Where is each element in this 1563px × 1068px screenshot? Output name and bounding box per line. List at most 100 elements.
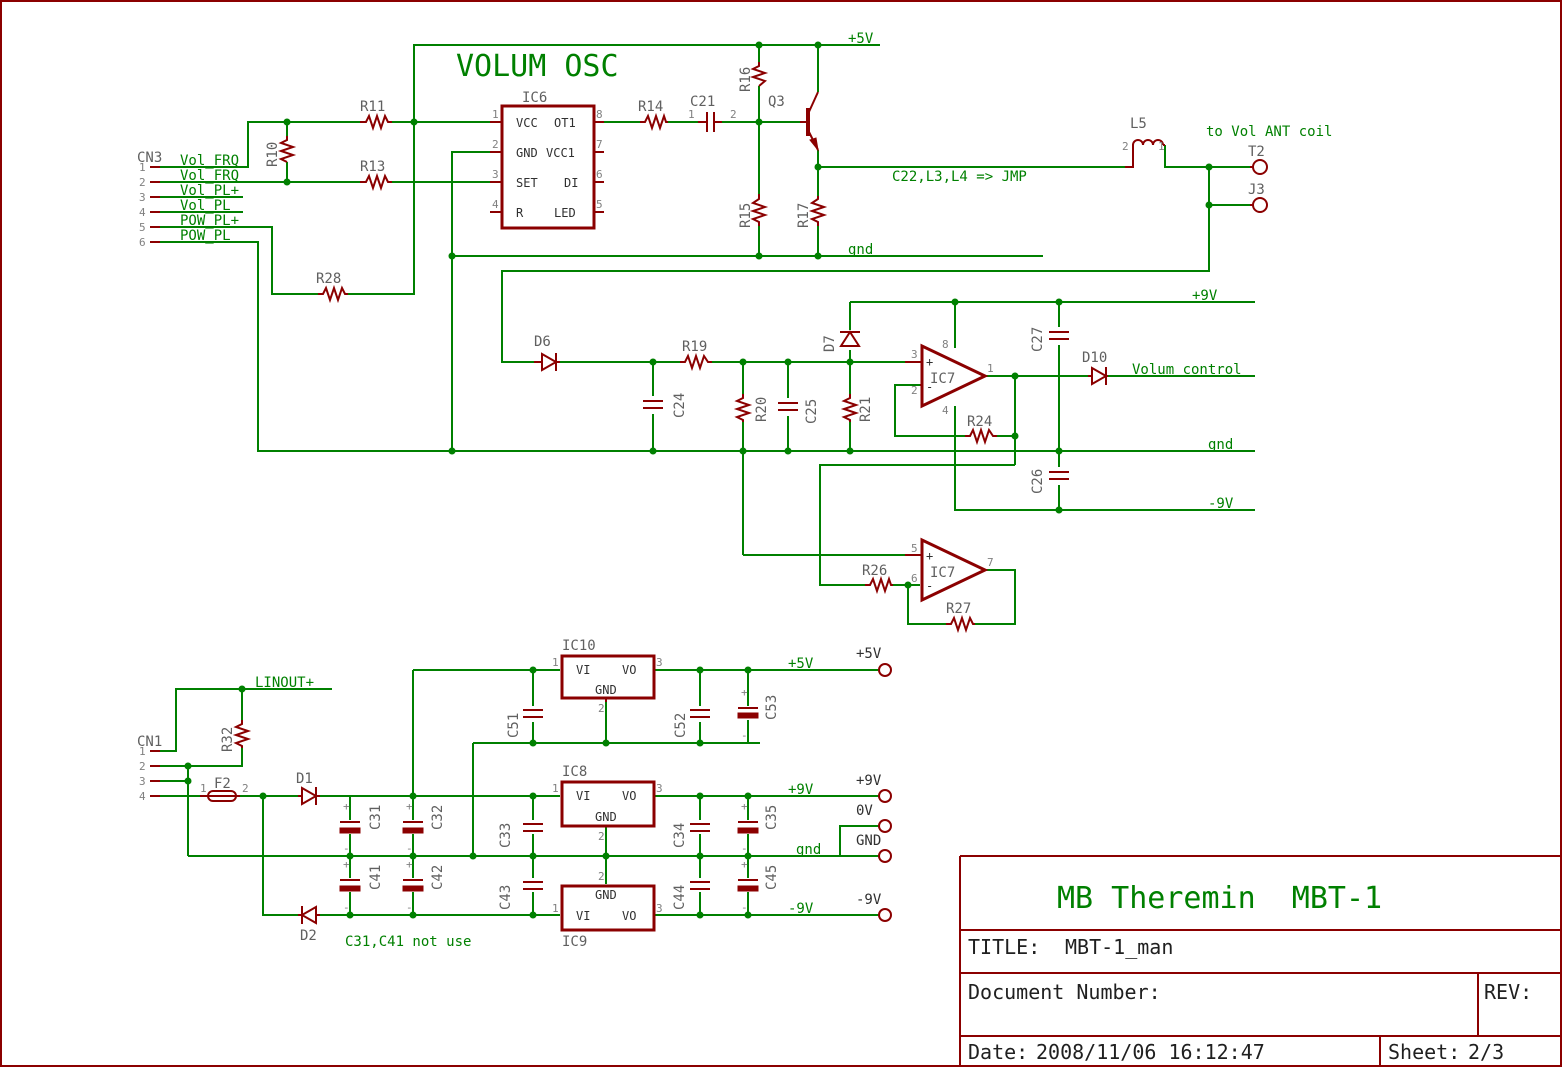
reg-gnd: GND (595, 683, 617, 697)
transistor-q3: Q3 (768, 91, 819, 152)
ic6-pin-number: 5 (596, 198, 603, 211)
label-r19: R19 (682, 339, 707, 355)
label-d7: D7 (822, 335, 838, 352)
regulator-ic9: IC9 VI VO GND 1 3 2 (552, 870, 663, 950)
reg-gnd: GND (595, 810, 617, 824)
label-r28: R28 (316, 271, 341, 287)
label-c33: C33 (498, 823, 514, 848)
pin-number: 2 (598, 870, 605, 883)
resistor-r26 (865, 575, 893, 595)
polarity-mark: - (741, 901, 748, 914)
polarity-mark: + (406, 800, 413, 813)
label-q3: Q3 (768, 94, 785, 110)
cn3-pin: 2 (139, 176, 146, 189)
cn3-signal: POW_PL+ (180, 213, 239, 229)
label-r11: R11 (360, 99, 385, 115)
label-c41: C41 (368, 865, 384, 890)
pin-number: 1 (987, 362, 994, 375)
label-c51: C51 (506, 713, 522, 738)
ic6-pin-name: R (516, 206, 524, 220)
label-c35: C35 (764, 805, 780, 830)
polarity-mark: + (741, 800, 748, 813)
pin-number: 4 (942, 404, 949, 417)
net-label: Volum control (1132, 362, 1242, 378)
pin-number: 1 (552, 902, 559, 915)
resistor-r28 (318, 284, 348, 304)
label-d10: D10 (1082, 350, 1107, 366)
cn3-signal: POW_PL (180, 228, 231, 244)
polarity-mark: - (343, 842, 350, 855)
label-c53: C53 (764, 695, 780, 720)
label-r14: R14 (638, 99, 663, 115)
label-c42: C42 (430, 865, 446, 890)
label-f2: F2 (214, 776, 231, 792)
sheet-value: 2/3 (1468, 1040, 1504, 1064)
reg-gnd: GND (595, 888, 617, 902)
ic6-pin-name: VCC (516, 116, 538, 130)
cn1-pin: 1 (139, 745, 146, 758)
document-number-label: Document Number: (968, 980, 1161, 1004)
ic6-pin-number: 4 (492, 198, 499, 211)
label-r16: R16 (738, 67, 754, 92)
label-r13: R13 (360, 159, 385, 175)
opamp-ic7b: + - IC7 5 6 7 (905, 537, 994, 603)
cn1-label: CN1 (137, 734, 162, 750)
date-label: Date: (968, 1040, 1028, 1064)
terminal-label: 0V (856, 803, 873, 819)
junction-dots (184, 41, 1213, 919)
pin-number: 1 (552, 782, 559, 795)
resistors (232, 62, 997, 748)
reg-vi: VI (576, 789, 590, 803)
cn3-signal: Vol_FRQ (180, 168, 239, 184)
resistor-r21 (840, 394, 860, 422)
ic6-pin-number: 2 (492, 138, 499, 151)
pin-number: 1 (552, 656, 559, 669)
net-label: gnd (1208, 437, 1233, 453)
resistor-r16 (749, 62, 769, 87)
title-block: MB Theremin MBT-1 TITLE: MBT-1_man Docum… (959, 855, 1560, 1066)
ic6-pin-number: 1 (492, 108, 499, 121)
pin-number: 2 (730, 108, 737, 121)
polarity-mark: + (741, 686, 748, 699)
cn1-pin: 3 (139, 775, 146, 788)
resistor-r14 (640, 112, 668, 132)
polarity-mark: + (343, 800, 350, 813)
resistor-r19 (680, 352, 712, 372)
cn3-pin: 1 (139, 161, 146, 174)
label-ic9: IC9 (562, 934, 587, 950)
ic6-pin-number: 3 (492, 168, 499, 181)
cn3-signal: Vol_PL+ (180, 183, 239, 199)
section-title: VOLUM OSC (456, 49, 619, 84)
label-r17: R17 (796, 203, 812, 228)
cn3-label: CN3 (137, 150, 162, 166)
ic6-pin-name: DI (564, 176, 578, 190)
label-d1: D1 (296, 771, 313, 787)
terminal-label: +5V (856, 646, 882, 662)
label-ic7a: IC7 (930, 371, 955, 387)
pin-number: 2 (242, 782, 249, 795)
cn3-pin: 6 (139, 236, 146, 249)
pin-number: 7 (987, 556, 994, 569)
net-label: +5V (848, 31, 874, 47)
label-c21: C21 (690, 94, 715, 110)
pin-number: 1 (688, 108, 695, 121)
resistor-r13 (360, 172, 392, 192)
project-name: MB Theremin MBT-1 (1057, 881, 1382, 916)
net-label: LINOUT+ (255, 675, 314, 691)
label-c45: C45 (764, 865, 780, 890)
cn1-pin: 2 (139, 760, 146, 773)
capacitor-labels: C21 1 2 C24 C25 C27 C26 C51 C52 C53 C31 … (343, 94, 1046, 914)
resistor-r27 (946, 614, 975, 634)
connector-cn1: CN1 1 2 3 4 (137, 734, 162, 803)
net-label: -9V (788, 901, 814, 917)
reg-vi: VI (576, 663, 590, 677)
pin-number: 1 (1158, 140, 1165, 153)
resistor-r10 (277, 136, 297, 163)
ic6-pin-name: OT1 (554, 116, 576, 130)
label-r10: R10 (265, 142, 281, 167)
pin-number: 5 (911, 542, 918, 555)
pin-number: 2 (911, 384, 918, 397)
reg-vo: VO (622, 909, 636, 923)
